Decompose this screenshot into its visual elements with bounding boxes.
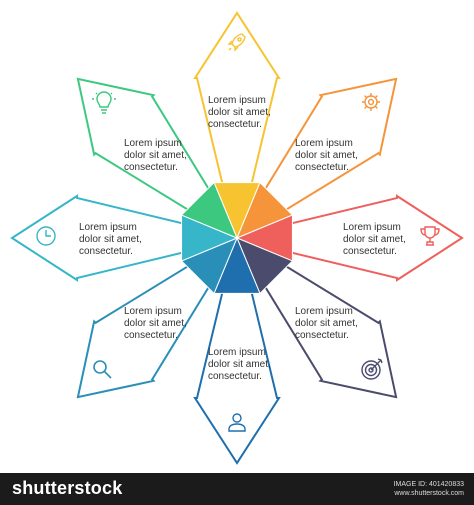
octagon-arrow-diagram [10,11,464,465]
segment-text-bottom: Lorem ipsum dolor sit amet, consectetur. [208,347,271,382]
arrow-outline-bottom-left [76,237,238,399]
brand-logo: shutterstock [12,478,123,498]
arrow-outline-left [10,194,236,282]
image-id-block: IMAGE ID: 401420833 www.shutterstock.com [394,480,464,498]
clock-icon [36,226,56,246]
site-text: www.shutterstock.com [394,490,464,497]
arrow-outline-top [193,11,281,237]
user-icon [228,413,246,432]
trophy-icon [420,226,440,246]
segment-text-left: Lorem ipsum dolor sit amet, consectetur. [79,222,142,257]
arrow-outline-top-left [76,77,238,239]
segment-text-top-right: Lorem ipsum dolor sit amet, consectetur. [295,138,358,173]
arrow-outline-bottom [193,239,281,465]
octagon-wedge-top-left [180,181,238,239]
segment-text-top: Lorem ipsum dolor sit amet, consectetur. [208,95,271,130]
magnifier-icon [93,360,112,379]
gear-icon [362,93,380,111]
arrow-outline-top-right [236,77,398,239]
target-icon [361,358,383,380]
footer-bar: shutterstock IMAGE ID: 401420833 www.shu… [0,473,474,505]
segment-text-right: Lorem ipsum dolor sit amet, consectetur. [343,222,406,257]
segment-text-bottom-right: Lorem ipsum dolor sit amet, consectetur. [295,306,358,341]
arrow-outline-right [238,194,464,282]
rocket-icon [227,33,246,52]
segment-text-top-left: Lorem ipsum dolor sit amet, consectetur. [124,138,187,173]
segment-text-bottom-left: Lorem ipsum dolor sit amet, consectetur. [124,306,187,341]
image-id-text: IMAGE ID: 401420833 [393,481,464,488]
arrow-outline-bottom-right [236,237,398,399]
lightbulb-icon [92,91,116,114]
